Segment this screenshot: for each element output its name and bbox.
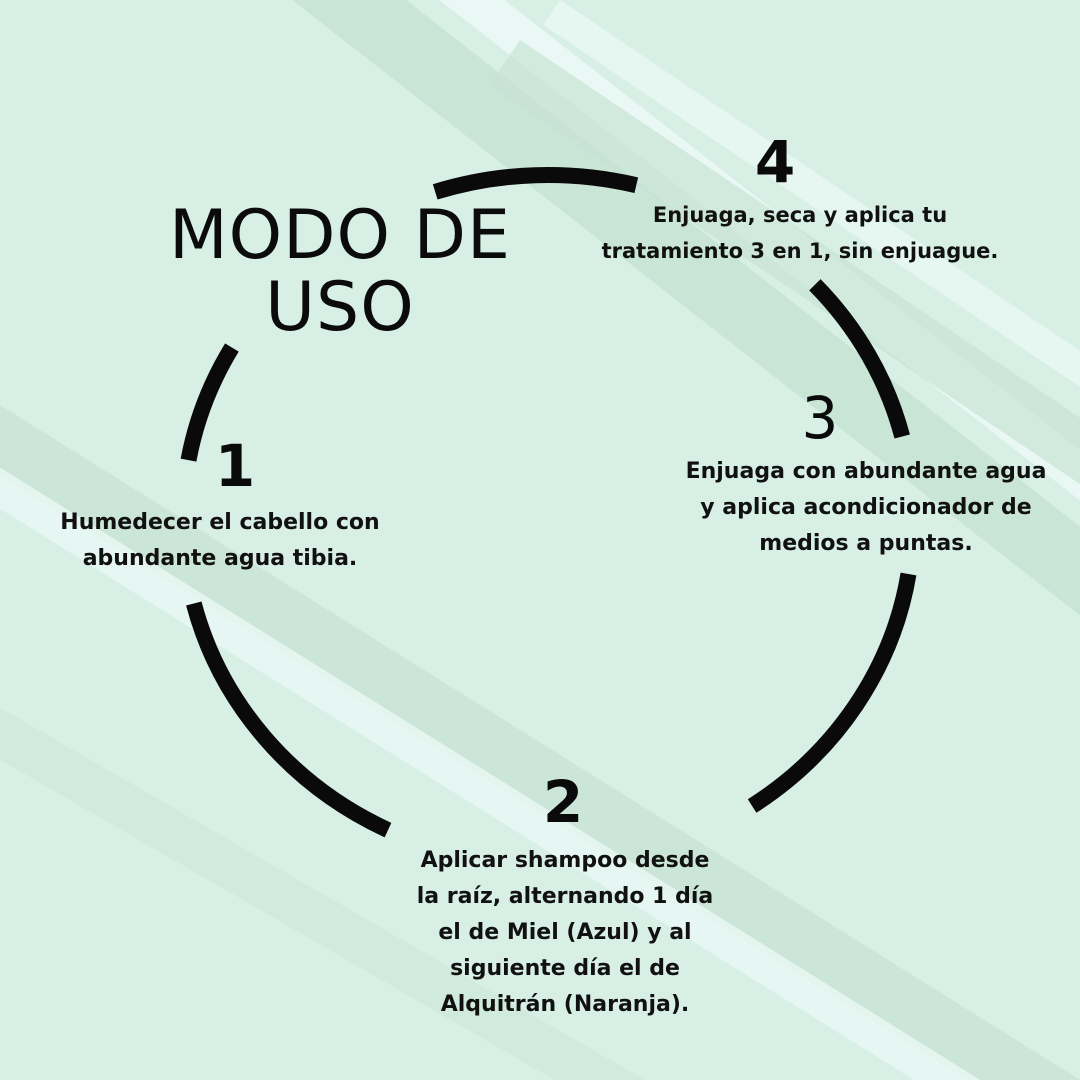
step-4-line: Enjuaga, seca y aplica tu	[652, 203, 948, 227]
step-3-line: y aplica acondicionador de	[700, 495, 1032, 520]
step-2-line: siguiente día el de	[450, 956, 680, 981]
title-line-1: MODO DE	[168, 196, 512, 275]
step-1-line: abundante agua tibia.	[82, 546, 358, 571]
step-2-line: Aplicar shampoo desde	[420, 848, 710, 873]
step-3-number: 3	[801, 384, 839, 452]
step-2-line: la raíz, alternando 1 día	[416, 884, 714, 909]
arc-bottom-left	[186, 601, 392, 838]
step-4-number: 4	[754, 128, 796, 196]
step-3-line: medios a puntas.	[759, 531, 973, 556]
step-1-line: Humedecer el cabello con	[60, 510, 380, 535]
arc-right-top	[809, 279, 910, 439]
step-1-number: 1	[214, 432, 256, 500]
step-2-number: 2	[542, 768, 584, 836]
arc-left	[180, 343, 239, 462]
title-line-2: USO	[265, 268, 415, 347]
step-3-text: Enjuaga con abundante agua y aplica acon…	[660, 454, 1072, 562]
step-4-line: tratamiento 3 en 1, sin enjuague.	[601, 239, 999, 263]
arc-top	[432, 167, 639, 200]
arc-right-bottom	[747, 572, 917, 813]
step-2-line: el de Miel (Azul) y al	[438, 920, 692, 945]
step-2-text: Aplicar shampoo desde la raíz, alternand…	[380, 843, 750, 1023]
page-title: MODO DE USO	[160, 200, 520, 344]
step-2-line: Alquitrán (Naranja).	[440, 992, 690, 1017]
step-3-line: Enjuaga con abundante agua	[685, 459, 1047, 484]
step-4-text: Enjuaga, seca y aplica tu tratamiento 3 …	[570, 197, 1030, 269]
step-1-text: Humedecer el cabello con abundante agua …	[20, 505, 420, 577]
